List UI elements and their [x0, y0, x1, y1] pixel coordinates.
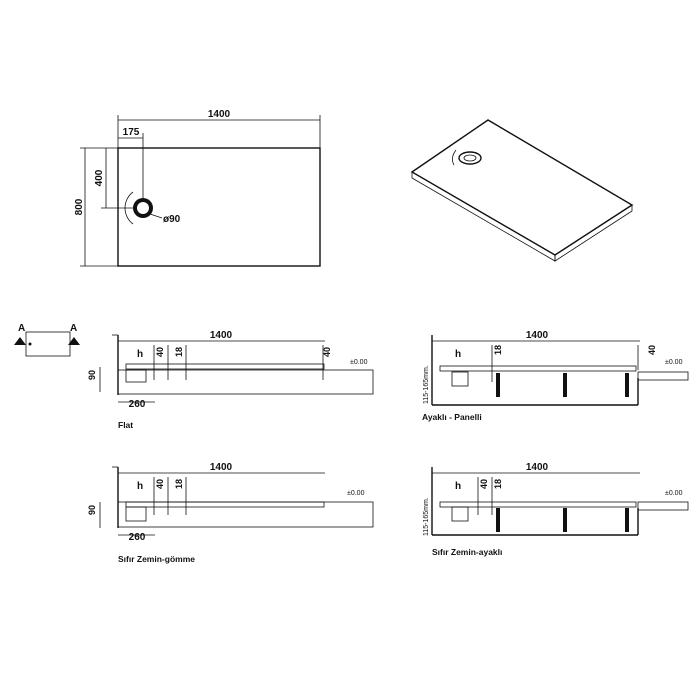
marker-right: A [70, 323, 77, 334]
svg-text:115-165mm.: 115-165mm. [423, 497, 430, 536]
svg-text:1400: 1400 [210, 330, 233, 341]
svg-text:40: 40 [155, 479, 165, 489]
section-flat: 1400 h 40 18 40 ±0.00 90 260 Flat [87, 330, 374, 430]
svg-text:40: 40 [479, 479, 489, 489]
tray-outline [117, 147, 321, 267]
svg-text:1400: 1400 [526, 462, 549, 473]
isometric-view [410, 119, 634, 262]
section-zemin-ayakli: 1400 h 40 18 ±0.00 115-165mm. Sıfır Zemi… [423, 462, 689, 557]
dim-offset-x: 175 [123, 127, 140, 138]
svg-text:18: 18 [493, 479, 503, 489]
svg-text:h: h [137, 481, 143, 492]
dim-drain: ø90 [163, 214, 181, 225]
svg-text:±0.00: ±0.00 [665, 359, 683, 366]
svg-text:260: 260 [129, 532, 146, 543]
svg-text:h: h [455, 481, 461, 492]
support-legs [496, 373, 629, 397]
caption-gomme: Sıfır Zemin-gömme [118, 554, 195, 564]
svg-text:40: 40 [322, 347, 332, 357]
svg-text:18: 18 [493, 345, 503, 355]
svg-text:1400: 1400 [210, 462, 233, 473]
svg-text:±0.00: ±0.00 [350, 359, 368, 366]
caption-zemin-ayakli: Sıfır Zemin-ayaklı [432, 547, 502, 557]
dim-length: 1400 [208, 109, 231, 120]
section-marker: A A [14, 323, 80, 357]
caption-ayakli: Ayaklı - Panelli [422, 412, 482, 422]
svg-text:±0.00: ±0.00 [665, 490, 683, 497]
svg-text:18: 18 [174, 479, 184, 489]
caption-flat: Flat [118, 420, 133, 430]
support-legs-zemin [496, 508, 629, 532]
svg-text:260: 260 [129, 399, 146, 410]
marker-left: A [18, 323, 25, 334]
section-ayakli: 1400 h 18 40 ±0.00 115-165mm. Ayaklı - P… [422, 330, 689, 422]
svg-text:40: 40 [155, 347, 165, 357]
svg-text:90: 90 [87, 370, 97, 380]
svg-text:18: 18 [174, 347, 184, 357]
dim-width: 800 [74, 198, 85, 215]
plan-view: 1400 175 800 400 ø90 [74, 109, 321, 267]
svg-text:±0.00: ±0.00 [347, 490, 365, 497]
dim-offset-y: 400 [94, 169, 105, 186]
svg-text:h: h [137, 349, 143, 360]
iso-drain-icon [458, 151, 482, 165]
svg-text:115-165mm.: 115-165mm. [423, 365, 430, 404]
svg-text:h: h [455, 349, 461, 360]
svg-text:40: 40 [647, 345, 657, 355]
section-gomme: 1400 h 40 18 ±0.00 90 260 Sıfır Zemin-gö… [87, 462, 374, 564]
svg-text:1400: 1400 [526, 330, 549, 341]
svg-text:90: 90 [87, 505, 97, 515]
